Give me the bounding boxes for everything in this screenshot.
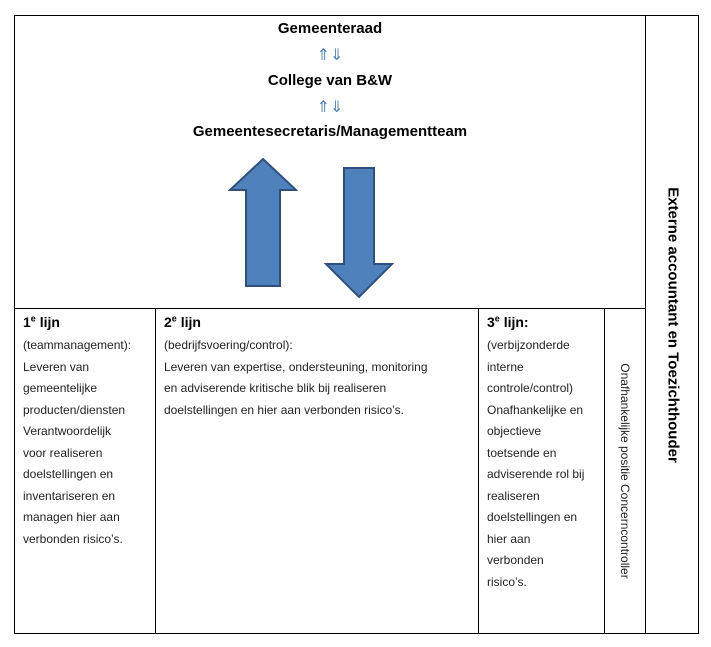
concerncontroller-column: Onafhankelijke positie Concerncontroller — [605, 308, 645, 634]
text-line: Leveren van expertise, ondersteuning, mo… — [164, 359, 428, 374]
text-line: gemeentelijke — [23, 381, 98, 395]
text-line: controle/control) — [487, 381, 574, 395]
text-line: Leveren van — [23, 359, 90, 374]
text-line: interne — [487, 359, 524, 374]
text-line: (verbijzonderde — [487, 338, 570, 352]
column-3-heading: 3e lijn: — [487, 313, 529, 330]
text-line: verbonden — [487, 553, 544, 567]
text-line: (teammanagement): — [23, 338, 132, 352]
column-lijn-1: 1e lijn (teammanagement): Leveren van ge… — [23, 312, 151, 550]
text-line: managen hier aan — [23, 510, 120, 524]
text-line: doelstellingen en — [487, 510, 578, 524]
text-line: doelstellingen en — [23, 467, 114, 481]
up-down-arrows-icon: ⇑⇓ — [316, 45, 344, 64]
column-2-heading: 2e lijn — [164, 313, 201, 330]
column-lijn-2: 2e lijn (bedrijfsvoering/control): Lever… — [164, 312, 472, 421]
text-line: verbonden risico’s. — [23, 531, 123, 546]
text-line: objectieve — [487, 424, 542, 438]
extern-label: Externe accountant en Toezichthouder — [664, 186, 681, 463]
divider-column-1 — [155, 308, 156, 634]
divider-column-3 — [604, 308, 605, 634]
text-line: Verantwoordelijk — [23, 424, 112, 438]
text-line: risico’s. — [487, 574, 527, 589]
text-line: toetsende en — [487, 445, 557, 460]
extern-column: Externe accountant en Toezichthouder — [646, 15, 699, 634]
text-line: inventariseren en — [23, 488, 116, 503]
text-line: Onafhankelijke en — [487, 402, 584, 417]
text-line: en adviserende kritische blik bij realis… — [164, 381, 387, 395]
text-line: realiseren — [487, 488, 540, 503]
college-title: College van B&W — [267, 72, 393, 89]
up-arrow-icon — [228, 158, 298, 287]
up-down-arrows-icon: ⇑⇓ — [316, 97, 344, 116]
text-line: doelstellingen en hier aan verbonden ris… — [164, 402, 404, 417]
gemeenteraad-title: Gemeenteraad — [277, 20, 383, 37]
text-line: (bedrijfsvoering/control): — [164, 338, 293, 352]
down-arrow-icon — [324, 167, 394, 299]
column-1-heading: 1e lijn — [23, 313, 60, 330]
column-lijn-3: 3e lijn: (verbijzonderde interne control… — [487, 312, 602, 593]
divider-column-2 — [478, 308, 479, 634]
text-line: adviserende rol bij — [487, 467, 585, 481]
divider-horizontal — [14, 308, 646, 309]
text-line: producten/diensten — [23, 402, 126, 417]
text-line: voor realiseren — [23, 445, 103, 460]
text-line: hier aan — [487, 531, 531, 546]
diagram-frame — [14, 15, 699, 634]
divider-right — [645, 15, 646, 634]
secretaris-title: Gemeentesecretaris/Managementteam — [192, 123, 468, 140]
concerncontroller-label: Onafhankelijke positie Concerncontroller — [618, 363, 632, 579]
